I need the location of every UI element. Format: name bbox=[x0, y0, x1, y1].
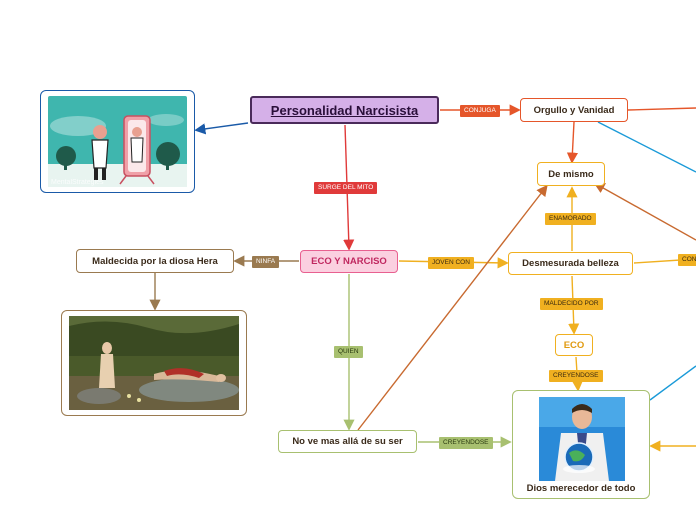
node-orgullo-vanidad[interactable]: Orgullo y Vanidad bbox=[520, 98, 628, 122]
tag-conjuga: CONJUGA bbox=[460, 105, 500, 117]
edge-nove-demismo bbox=[357, 184, 548, 431]
edge-orgullo-blue bbox=[597, 121, 696, 173]
node-eco-narciso[interactable]: ECO Y NARCISO bbox=[300, 250, 398, 273]
tag-maldecido-por: MALDECIDO POR bbox=[540, 298, 603, 310]
dios-label: Dios merecedor de todo bbox=[526, 483, 636, 494]
edge-root-image bbox=[194, 122, 249, 135]
node-desmesurada-belleza[interactable]: Desmesurada belleza bbox=[508, 252, 633, 275]
node-eco[interactable]: ECO bbox=[555, 334, 593, 356]
illustration-box[interactable]: MentalStrategies bbox=[40, 90, 195, 193]
edge-orgullo-demismo bbox=[566, 121, 579, 164]
node-dios[interactable]: Dios merecedor de todo bbox=[512, 390, 650, 499]
tag-con-cut: CON bbox=[678, 254, 696, 266]
orgullo-label: Orgullo y Vanidad bbox=[533, 104, 615, 116]
tag-surge-del-mito: SURGE DEL MITO bbox=[314, 182, 378, 194]
node-no-ve[interactable]: No ve mas allá de su ser bbox=[278, 430, 417, 453]
tag-ninfa: NINFA bbox=[252, 256, 280, 268]
tag-creyendose-nove: CREYENDOSE bbox=[439, 437, 493, 449]
root-node[interactable]: Personalidad Narcisista bbox=[250, 96, 439, 124]
root-label: Personalidad Narcisista bbox=[270, 102, 419, 118]
edge-dios-blue bbox=[649, 365, 696, 401]
tag-quien: QUIEN bbox=[334, 346, 363, 358]
desmesurada-label: Desmesurada belleza bbox=[522, 258, 619, 269]
man-with-globe-image bbox=[539, 397, 625, 481]
mirror-illustration: MentalStrategies bbox=[48, 96, 187, 187]
maldecida-label: Maldecida por la diosa Hera bbox=[92, 255, 218, 267]
eco-narciso-label: ECO Y NARCISO bbox=[311, 256, 387, 267]
tag-creyendose-eco: CREYENDOSE bbox=[549, 370, 603, 382]
eco-label: ECO bbox=[563, 339, 585, 351]
edge-right-demismo bbox=[593, 182, 696, 241]
edge-orgullo-right bbox=[627, 107, 696, 111]
tag-joven-con: JOVEN CON bbox=[428, 257, 474, 269]
node-maldecida[interactable]: Maldecida por la diosa Hera bbox=[76, 249, 234, 273]
painting-box[interactable] bbox=[61, 310, 247, 416]
echo-narcissus-painting bbox=[69, 316, 239, 410]
no-ve-label: No ve mas allá de su ser bbox=[292, 436, 403, 447]
node-de-mismo[interactable]: De mismo bbox=[537, 162, 605, 186]
tag-enamorado: ENAMORADO bbox=[545, 213, 596, 225]
de-mismo-label: De mismo bbox=[548, 168, 594, 180]
illustration-caption: MentalStrategies bbox=[51, 179, 104, 186]
